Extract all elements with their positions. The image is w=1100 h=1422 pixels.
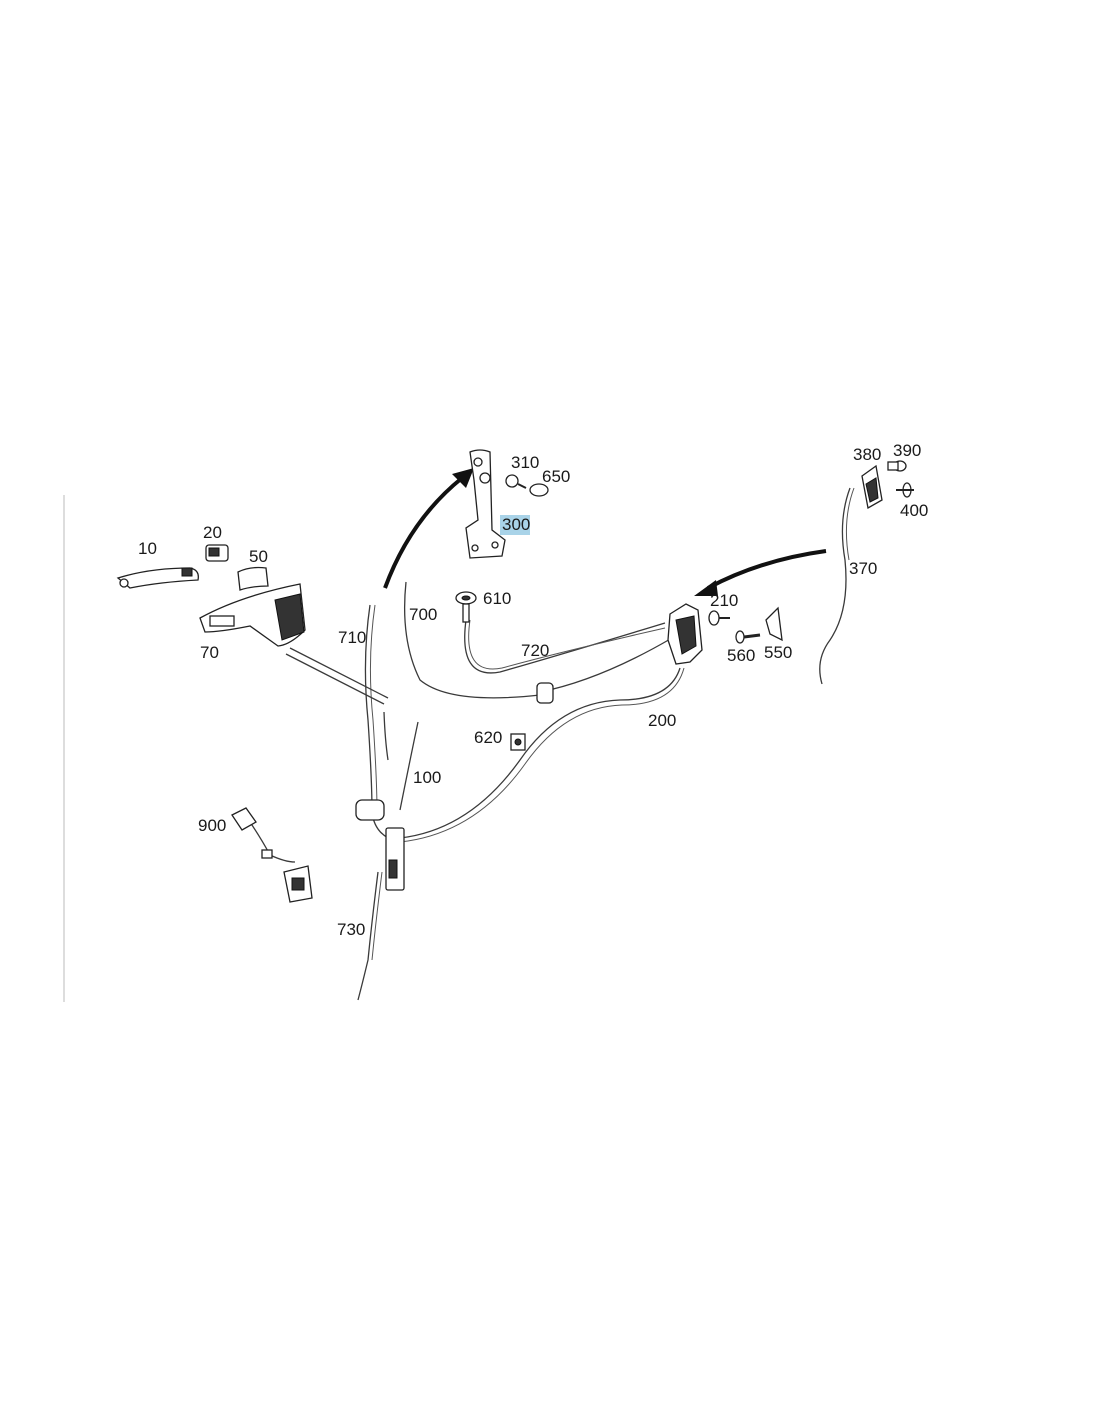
part-handle-carrier (199, 583, 306, 647)
label-20: 20 (203, 523, 222, 542)
part-sleeve-lower (355, 799, 385, 821)
label-70: 70 (200, 643, 219, 662)
cables (249, 487, 855, 1001)
part-labels: 10 20 50 70 100 200 210 300 310 370 380 … (138, 441, 928, 939)
label-610: 610 (483, 589, 511, 608)
label-310: 310 (511, 453, 539, 472)
arrow-from-370 (694, 549, 827, 596)
label-300: 300 (502, 515, 530, 534)
label-380: 380 (853, 445, 881, 464)
label-710: 710 (338, 628, 366, 647)
part-sleeve-upper (536, 682, 554, 704)
label-210: 210 (710, 591, 738, 610)
part-cover (237, 566, 269, 591)
arrow-to-300 (383, 468, 474, 589)
label-50: 50 (249, 547, 268, 566)
label-650: 650 (542, 467, 570, 486)
part-bracket (465, 449, 506, 559)
part-rear-latch (861, 464, 883, 510)
label-720: 720 (521, 641, 549, 660)
part-sensor (231, 807, 313, 903)
part-striker (765, 606, 783, 642)
part-grommet (455, 591, 477, 623)
label-370: 370 (849, 559, 877, 578)
part-clip (510, 733, 526, 751)
part-screw-310 (505, 474, 527, 489)
label-200: 200 (648, 711, 676, 730)
label-620: 620 (474, 728, 502, 747)
part-bolt-400 (896, 482, 914, 498)
part-handle-cap (205, 544, 229, 562)
part-bolt-560 (735, 630, 761, 644)
part-screw-210 (708, 610, 730, 626)
label-10: 10 (138, 539, 157, 558)
label-390: 390 (893, 441, 921, 460)
label-560: 560 (727, 646, 755, 665)
label-550: 550 (764, 643, 792, 662)
part-screw-390 (887, 460, 907, 472)
label-900: 900 (198, 816, 226, 835)
part-actuator (385, 827, 405, 891)
label-700: 700 (409, 605, 437, 624)
part-door-lock (667, 603, 703, 665)
part-plug (529, 483, 549, 497)
label-730: 730 (337, 920, 365, 939)
part-outer-handle (116, 567, 199, 589)
highlight-300 (500, 515, 530, 535)
label-400: 400 (900, 501, 928, 520)
label-100: 100 (413, 768, 441, 787)
